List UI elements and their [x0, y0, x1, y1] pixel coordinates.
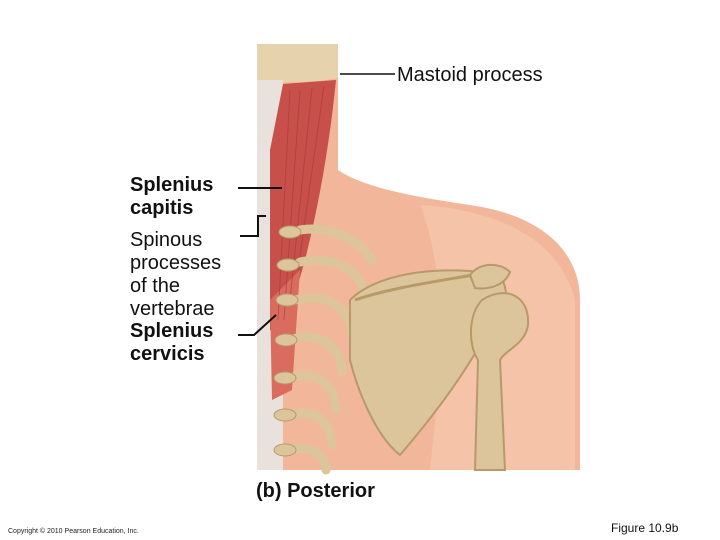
spinous-bracket — [240, 215, 266, 237]
splenius-cervicis-label: Splenius cervicis — [130, 320, 214, 365]
spinous-processes-label: Spinous processes of the vertebrae — [130, 229, 222, 320]
acromion — [468, 263, 512, 290]
splenius-cervicis-leader-line — [238, 314, 277, 336]
figure-caption: (b) Posterior — [256, 480, 375, 502]
spinous-processes — [273, 225, 302, 457]
copyright-notice: Copyright © 2010 Pearson Education, Inc. — [8, 528, 139, 535]
mastoid-process-label: Mastoid process — [397, 64, 543, 86]
splenius-capitis-label: Splenius capitis — [130, 174, 214, 219]
figure-number: Figure 10.9b — [611, 521, 679, 535]
skull-base — [257, 44, 338, 83]
humerus — [469, 292, 530, 471]
ribs — [285, 224, 377, 475]
